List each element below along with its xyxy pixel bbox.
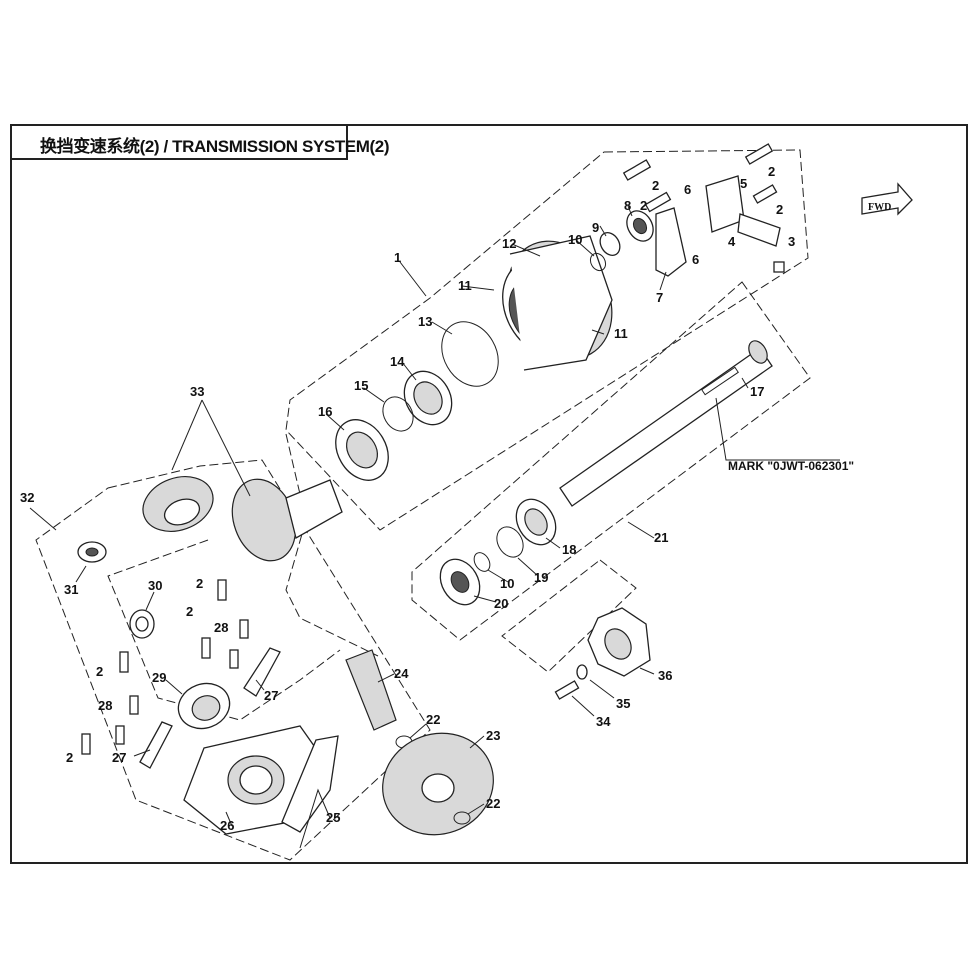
group-outline-main-shaft [411,281,811,641]
page-title: 换挡变速系统(2) / TRANSMISSION SYSTEM(2) [40,137,390,156]
mark-label: MARK "0JWT-062301" [728,459,854,473]
callout-21: 21 [654,530,668,545]
lever-4 [737,213,781,247]
bearing-18 [515,498,557,546]
o-ring-10b [473,552,491,572]
callout-2c: 2 [768,164,775,179]
callout-35: 35 [616,696,630,711]
callout-4: 4 [728,234,736,249]
circlip-19 [496,526,524,558]
bracket-25 [281,735,339,833]
callout-34: 34 [596,714,611,729]
fwd-arrow-icon: FWD [861,182,913,216]
callout-12: 12 [502,236,516,251]
callout-18: 18 [562,542,576,557]
leader-lines [29,205,840,849]
callout-10a: 10 [568,232,582,247]
callout-22a: 22 [426,712,440,727]
bearing-29 [177,682,231,730]
group-outline-flange [501,559,637,673]
callout-10b: 10 [500,576,514,591]
diagram-frame [10,124,968,864]
bevel-gear-pinion [231,478,343,562]
callout-29: 29 [152,670,166,685]
fwd-label: FWD [868,202,891,213]
flange-36 [587,607,651,677]
callout-13: 13 [418,314,432,329]
callout-17: 17 [750,384,764,399]
bearing-14 [403,370,453,426]
callout-25: 25 [326,810,340,825]
group-outline-housing [285,149,809,531]
callout-8: 8 [624,198,631,213]
group-outline-output [285,433,379,657]
nut-31 [77,541,107,563]
oil-seal-8 [626,210,654,242]
bearing-16 [335,419,389,481]
callout-30: 30 [148,578,162,593]
callout-36: 36 [658,668,672,683]
callout-7: 7 [656,290,663,305]
callout-2a: 2 [652,178,659,193]
callout-2e: 2 [196,576,203,591]
callout-14: 14 [390,354,405,369]
bolt-icon-group-a [622,143,785,273]
gear-shaft-24 [345,649,397,731]
callout-2f: 2 [186,604,193,619]
callout-labels: 1 2 2 2 2 3 4 5 6 6 7 8 9 10 11 11 12 13… [20,164,854,833]
gear-23 [382,732,494,836]
o-ring-10a [589,252,607,272]
callout-2g: 2 [96,664,103,679]
callout-6b: 6 [692,252,699,267]
title-box: 换挡变速系统(2) / TRANSMISSION SYSTEM(2) [10,124,389,160]
bolts-2-28-lower [81,579,249,755]
plates-27 [139,647,281,769]
callout-2d: 2 [776,202,783,217]
group-outline-gear-set [35,459,431,861]
callout-28a: 28 [214,620,228,635]
callout-5: 5 [740,176,747,191]
callout-23: 23 [486,728,500,743]
bevel-gear-ring [142,476,214,532]
main-shaft-17 [559,340,773,507]
callout-28b: 28 [98,698,112,713]
seal-20 [439,558,481,606]
callout-20: 20 [494,596,508,611]
callout-11b: 11 [614,326,628,341]
callout-31: 31 [64,582,78,597]
callout-6a: 6 [684,182,691,197]
callout-32: 32 [20,490,34,505]
bolt-34 [554,680,580,700]
callout-3: 3 [788,234,795,249]
transmission-housing [502,235,613,371]
callout-16: 16 [318,404,332,419]
washer-30 [129,609,155,639]
callout-27b: 27 [112,750,126,765]
callout-22b: 22 [486,796,500,811]
washer-35 [576,664,588,680]
callout-11a: 11 [458,278,472,293]
callout-24: 24 [394,666,409,681]
circlip-22b [453,811,471,825]
callout-33: 33 [190,384,204,399]
callout-9: 9 [592,220,599,235]
circlip-15 [382,396,414,432]
plate-7 [655,207,687,277]
callout-19: 19 [534,570,548,585]
callout-1: 1 [394,250,401,265]
callout-26: 26 [220,818,234,833]
callout-15: 15 [354,378,368,393]
callout-2h: 2 [66,750,73,765]
callout-2b: 2 [640,198,647,213]
callout-27a: 27 [264,688,278,703]
o-ring [441,321,499,387]
